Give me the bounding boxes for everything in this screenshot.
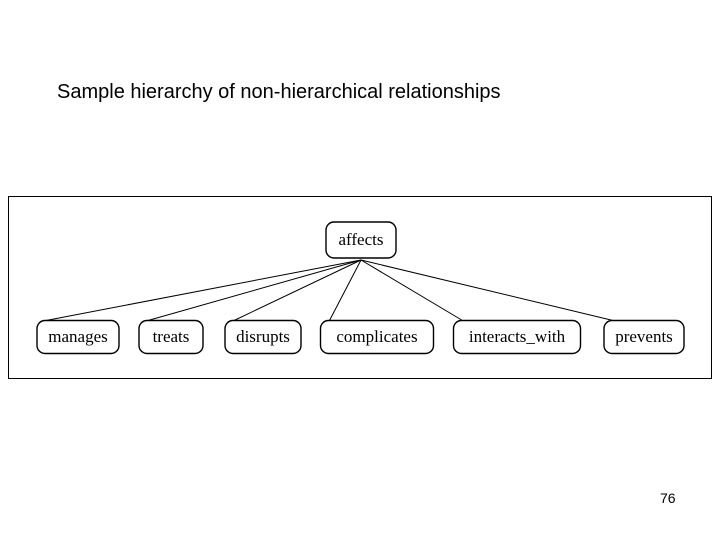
edge-affects-to-prevents <box>360 259 614 321</box>
node-manages-box <box>36 319 120 355</box>
node-disrupts[interactable]: disrupts <box>224 319 302 355</box>
node-manages[interactable]: manages <box>36 319 120 355</box>
diagram-frame: affects manages treats disrupts complicates i… <box>8 196 712 379</box>
node-complicates-box <box>319 319 435 355</box>
page-number: 76 <box>660 490 676 506</box>
node-interacts_with[interactable]: interacts_with <box>452 319 582 355</box>
node-manages-label: manages <box>48 327 107 346</box>
node-prevents-label: prevents <box>615 327 673 346</box>
edge-affects-to-manages <box>45 259 362 321</box>
node-disrupts-box <box>224 319 302 355</box>
node-prevents[interactable]: prevents <box>603 319 685 355</box>
edge-affects-to-interacts_with <box>360 259 463 321</box>
node-interacts_with-box <box>452 319 582 355</box>
page-title: Sample hierarchy of non-hierarchical rel… <box>57 81 501 103</box>
edge-affects-to-complicates <box>329 259 362 321</box>
node-affects[interactable]: affects <box>325 221 397 259</box>
node-affects-box <box>325 221 397 259</box>
node-treats-box <box>138 319 204 355</box>
edge-affects-to-treats <box>147 259 362 321</box>
node-treats[interactable]: treats <box>138 319 204 355</box>
node-interacts_with-label: interacts_with <box>469 327 566 346</box>
node-disrupts-label: disrupts <box>236 327 290 346</box>
node-treats-label: treats <box>153 327 190 346</box>
node-group: affects manages treats disrupts complicates i… <box>36 221 685 355</box>
edge-affects-to-disrupts <box>233 259 362 321</box>
node-complicates-label: complicates <box>336 327 417 346</box>
edge-group <box>45 259 614 321</box>
hierarchy-diagram: affects manages treats disrupts complicates i… <box>36 221 685 355</box>
node-complicates[interactable]: complicates <box>319 319 435 355</box>
node-affects-label: affects <box>339 230 384 249</box>
node-prevents-box <box>603 319 685 355</box>
